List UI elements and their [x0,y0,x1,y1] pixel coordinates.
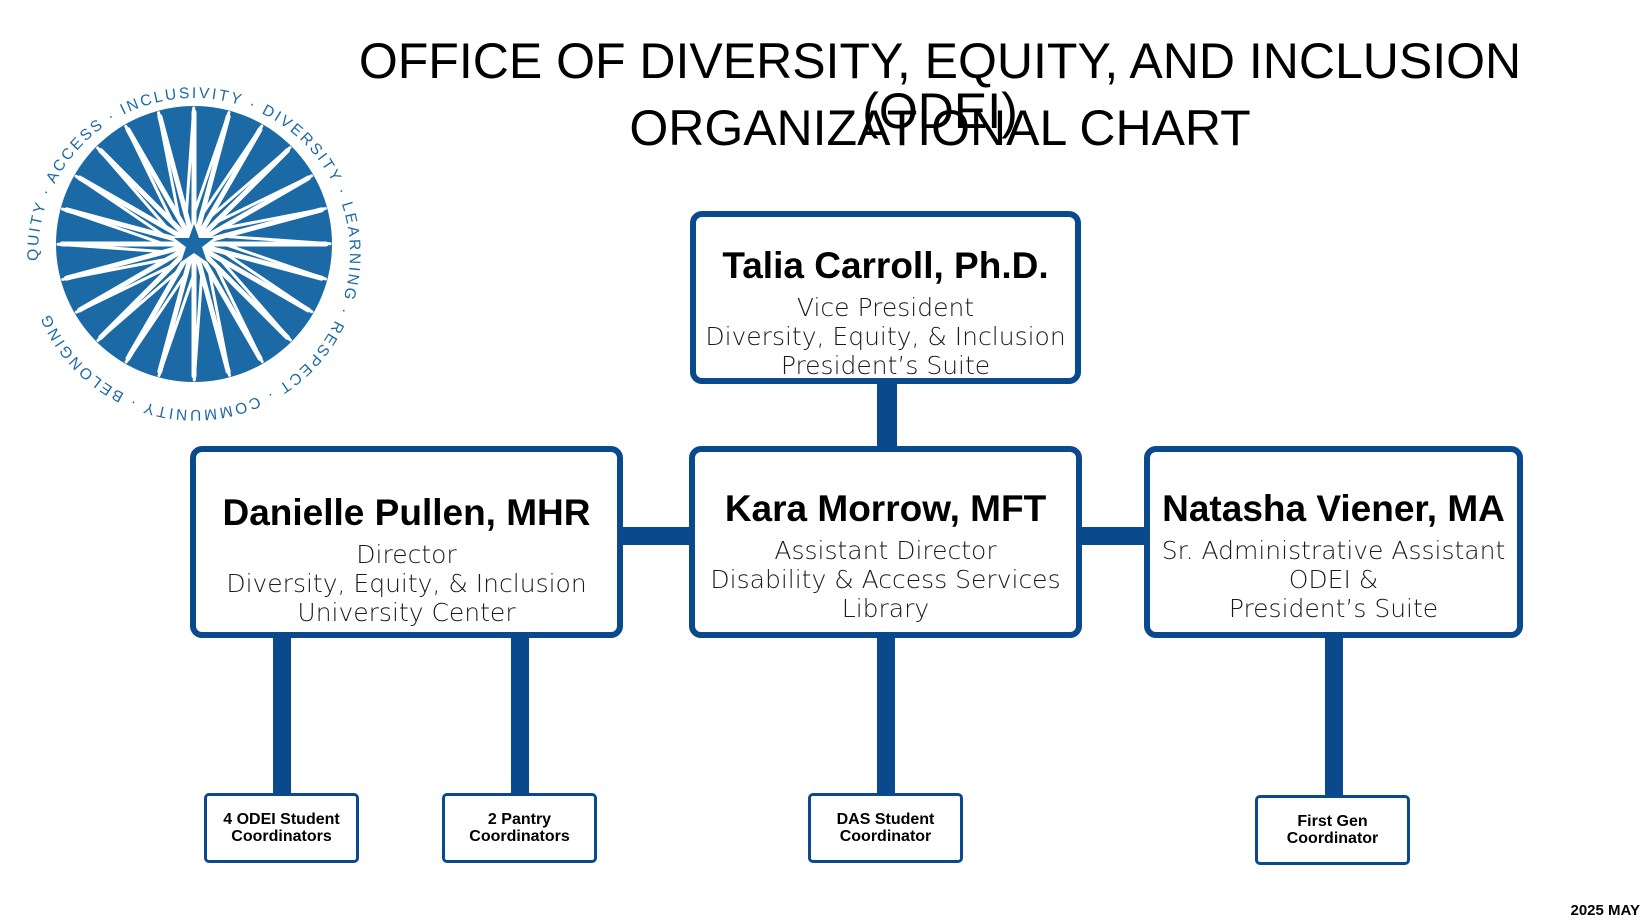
connector-director-to-pantry [511,636,529,798]
node-location: President’s Suite [780,351,991,380]
node-role: Vice President [796,293,975,322]
node-role: Director [356,540,457,569]
node-name: Danielle Pullen, MHR [222,492,591,533]
node-name: Talia Carroll, Ph.D. [722,245,1049,286]
page-title-line-1: OFFICE OF DIVERSITY, EQUITY, AND INCLUSI… [358,33,1522,139]
node-location: President’s Suite [1228,594,1439,623]
org-node-admin: Natasha Viener, MA Sr. Administrative As… [1144,446,1523,638]
node-label-line: Coordinator [1286,830,1379,847]
date-label: 2025 MAY [1570,902,1640,919]
node-department: Disability & Access Services [710,565,1061,594]
sunburst-star-icon [56,106,332,382]
node-role: Sr. Administrative Assistant [1161,536,1506,565]
logo-ray [221,234,332,246]
node-label-line: First Gen [1297,813,1368,830]
node-role: Assistant Director [774,536,997,565]
org-node-first-gen: First Gen Coordinator [1255,795,1410,865]
connector-director-to-middle [620,527,692,545]
node-name: Kara Morrow, MFT [724,488,1047,529]
node-department: Diversity, Equity, & Inclusion [226,569,587,598]
node-department: ODEI & [1288,565,1379,594]
org-node-das-student: DAS Student Coordinator [808,793,963,863]
org-node-vp: Talia Carroll, Ph.D. Vice President Dive… [690,211,1081,384]
org-node-odei-students: 4 ODEI Student Coordinators [204,793,359,863]
connector-admin-to-first-gen [1325,636,1343,798]
connector-asst-director-to-das-student [877,636,895,798]
connector-middle-to-admin [1082,527,1146,545]
org-node-asst-director: Kara Morrow, MFT Assistant Director Disa… [689,446,1082,638]
org-node-pantry: 2 Pantry Coordinators [442,793,597,863]
node-label-line: Coordinators [231,828,332,845]
connector-director-to-odei-students [273,636,291,798]
node-label-line: 4 ODEI Student [223,811,340,828]
node-label-line: Coordinator [839,828,932,845]
node-label-line: 2 Pantry [487,811,552,828]
connector-vp-to-middle [877,380,897,450]
odei-logo-icon: EQUITY · ACCESS · INCLUSIVITY · DIVERSIT… [14,74,361,423]
org-node-director: Danielle Pullen, MHR Director Diversity,… [190,446,623,638]
page-title-line-2: ORGANIZATIONAL CHART [629,100,1251,156]
node-location: University Center [297,598,516,627]
node-label-line: DAS Student [836,811,935,828]
node-location: Library [841,594,930,623]
node-name: Natasha Viener, MA [1162,488,1505,529]
node-label-line: Coordinators [469,828,570,845]
node-department: Diversity, Equity, & Inclusion [705,322,1066,351]
